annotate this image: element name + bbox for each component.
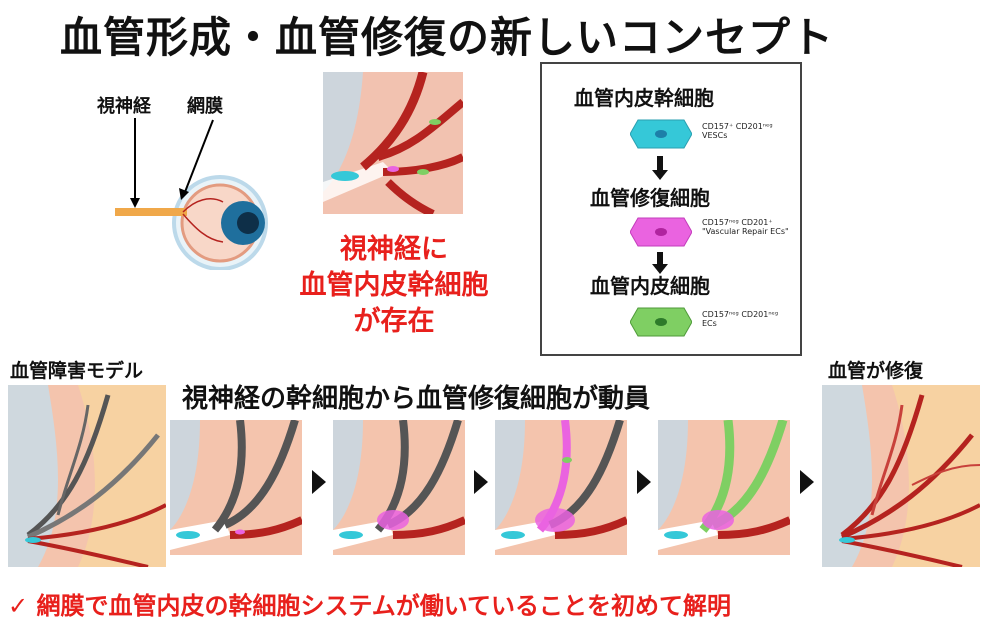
- callout-line-1: 視神経に: [340, 234, 448, 265]
- optic-nerve-zoom-image: [323, 72, 463, 214]
- process-panel-1: [170, 420, 302, 555]
- conclusion-text: ✓ 網膜で血管内皮の幹細胞システムが働いていることを初めて解明: [8, 592, 732, 620]
- sequence-arrow-3: [637, 470, 651, 494]
- process-panel-2: [333, 420, 465, 555]
- endothelial-cell-icon: [630, 307, 692, 337]
- process-panel-4: [658, 420, 790, 555]
- callout-line-3: が存在: [353, 306, 435, 337]
- arrow-down-1: [657, 156, 663, 172]
- page-title: 血管形成・血管修復の新しいコンセプト: [60, 13, 835, 62]
- stage2-marker: CD157ⁿᵉᵍ CD201⁺ "Vascular Repair ECs": [702, 218, 789, 236]
- stem-cell-icon: [630, 119, 692, 149]
- sequence-arrow-4: [800, 470, 814, 494]
- arrow-down-2: [657, 252, 663, 266]
- damaged-retina-panel: [8, 385, 166, 567]
- mobilization-heading: 視神経の幹細胞から血管修復細胞が動員: [182, 384, 651, 414]
- sequence-arrow-1: [312, 470, 326, 494]
- process-panel-3: [495, 420, 627, 555]
- callout-line-2: 血管内皮幹細胞: [299, 270, 489, 301]
- eye-diagram: 視神経 網膜: [95, 80, 285, 270]
- repaired-retina-panel: [822, 385, 980, 567]
- eye-illustration: [115, 118, 268, 270]
- vascular-damage-model-label: 血管障害モデル: [10, 360, 144, 382]
- stage1-marker: CD157⁺ CD201ⁿᵉᵍ VESCs: [702, 122, 773, 140]
- retina-label: 網膜: [187, 96, 223, 117]
- stage3-name: 血管内皮細胞: [590, 274, 710, 298]
- arrow-down-1-head: [652, 170, 668, 180]
- arrow-down-2-head: [652, 264, 668, 274]
- vessel-repaired-label: 血管が修復: [828, 360, 924, 382]
- sequence-arrow-2: [474, 470, 488, 494]
- optic-nerve-label: 視神経: [97, 96, 151, 117]
- lineage-panel: 血管内皮幹細胞 CD157⁺ CD201ⁿᵉᵍ VESCs 血管修復細胞 CD1…: [540, 62, 802, 356]
- stage1-name: 血管内皮幹細胞: [574, 86, 714, 110]
- stage3-marker: CD157ⁿᵉᵍ CD201ⁿᵉᵍ ECs: [702, 310, 779, 328]
- repair-cell-icon: [630, 217, 692, 247]
- stem-cell-callout: 視神経に 血管内皮幹細胞 が存在: [274, 232, 514, 340]
- stage2-name: 血管修復細胞: [590, 186, 710, 210]
